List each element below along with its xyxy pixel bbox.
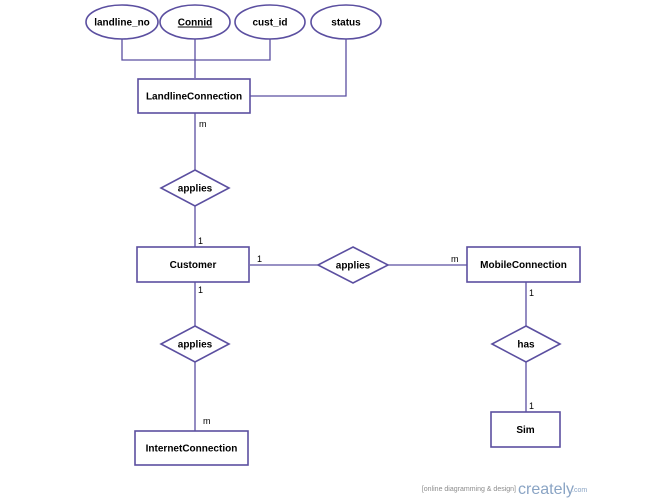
- attribute-cust-id-label: cust_id: [252, 18, 287, 29]
- attribute-status-label: status: [331, 18, 361, 29]
- attribute-landline-no-label: landline_no: [94, 18, 150, 29]
- relationship-has-sim-label: has: [517, 340, 535, 351]
- relationship-applies-internet[interactable]: applies: [159, 325, 231, 363]
- entity-internet-connection-label: InternetConnection: [146, 444, 238, 455]
- cardinality-landline-side: m: [199, 119, 207, 129]
- relationship-applies-landline[interactable]: applies: [159, 169, 231, 207]
- attr-landline-no-connector: [121, 39, 195, 61]
- entity-landline-connection-label: LandlineConnection: [146, 92, 242, 103]
- cardinality-customer-bottom: 1: [198, 285, 203, 295]
- relationship-applies-internet-label: applies: [178, 340, 213, 351]
- attribute-connid[interactable]: Connid: [159, 4, 231, 40]
- creately-watermark: [online diagramming & design] creately .…: [422, 481, 588, 498]
- cardinality-customer-right: 1: [257, 254, 262, 264]
- entity-customer[interactable]: Customer: [136, 246, 250, 283]
- cardinality-sim-top: 1: [529, 401, 534, 411]
- cardinality-customer-top: 1: [198, 236, 203, 246]
- cardinality-mobile-bottom: 1: [529, 288, 534, 298]
- entity-mobile-connection[interactable]: MobileConnection: [466, 246, 581, 283]
- attribute-status[interactable]: status: [310, 4, 382, 40]
- entity-landline-connection[interactable]: LandlineConnection: [137, 78, 251, 114]
- watermark-suffix: .com: [572, 487, 587, 494]
- attr-cust-id-connector: [195, 39, 271, 61]
- relationship-applies-landline-label: applies: [178, 184, 213, 195]
- entity-sim[interactable]: Sim: [490, 411, 561, 448]
- relationship-has-sim[interactable]: has: [490, 325, 562, 363]
- watermark-brand: creately: [518, 481, 574, 498]
- entity-internet-connection[interactable]: InternetConnection: [134, 430, 249, 466]
- entity-mobile-connection-label: MobileConnection: [480, 260, 567, 271]
- attr-status-connector: [250, 39, 347, 97]
- cardinality-mobile-side: m: [451, 254, 459, 264]
- entity-customer-label: Customer: [170, 260, 217, 271]
- relationship-applies-mobile[interactable]: applies: [316, 246, 390, 284]
- relationship-applies-mobile-label: applies: [336, 261, 371, 272]
- cardinalities: m 1 1 m 1 m 1 1: [198, 119, 534, 426]
- attribute-connid-label: Connid: [178, 18, 212, 29]
- entity-sim-label: Sim: [516, 425, 534, 436]
- attribute-cust-id[interactable]: cust_id: [234, 4, 306, 40]
- watermark-tagline: [online diagramming & design]: [422, 486, 516, 493]
- connectors: [121, 39, 527, 431]
- cardinality-internet-side: m: [203, 416, 211, 426]
- attribute-landline-no[interactable]: landline_no: [85, 4, 159, 40]
